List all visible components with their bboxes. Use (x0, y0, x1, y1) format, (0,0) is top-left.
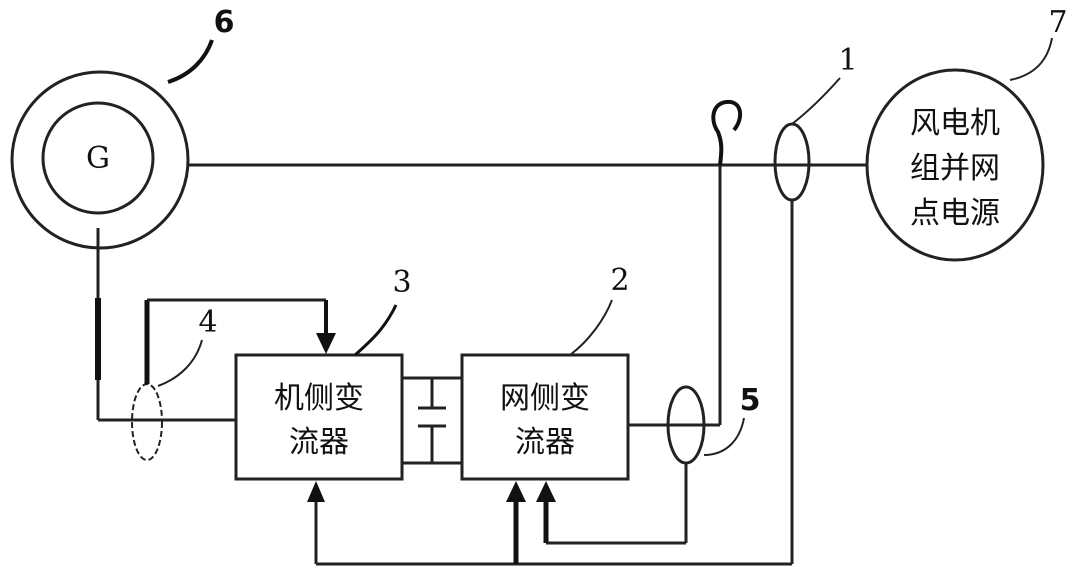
leader-2 (569, 299, 613, 356)
leader-3 (354, 304, 398, 357)
generator-letter: G (86, 141, 110, 176)
grid-source-line-2: 组并网 (910, 151, 1000, 186)
marker-1: 1 (838, 43, 857, 78)
branch-hook-mark (711, 99, 743, 166)
grid-connection-power-source: 风电机 组并网 点电源 (865, 68, 1045, 262)
grid-side-converter: 网侧变 流器 (460, 353, 630, 481)
generator-outer-ring (10, 70, 190, 250)
msc-feedback-arrowhead (307, 481, 325, 502)
machine-side-converter-line-1: 机侧变 (274, 381, 364, 416)
current-transformer-4 (131, 383, 163, 461)
leader-7 (1009, 37, 1053, 81)
machine-side-converter-box (234, 353, 404, 481)
gsc-feedback-arrowhead-2 (536, 481, 556, 502)
leader-5 (703, 417, 745, 456)
machine-side-converter: 机侧变 流器 (234, 353, 404, 481)
grid-side-converter-line-2: 流器 (515, 425, 575, 460)
machine-side-converter-line-2: 流器 (289, 425, 349, 460)
generator: G (10, 70, 190, 250)
leader-1 (791, 77, 841, 125)
marker-7: 7 (1048, 5, 1067, 40)
marker-2: 2 (610, 263, 629, 298)
grid-source-line-3: 点电源 (910, 196, 1000, 231)
leader-4 (157, 339, 203, 387)
ct4-signal-arrowhead (316, 333, 336, 354)
marker-4: 4 (198, 305, 217, 340)
marker-5: 5 (740, 383, 761, 418)
marker-6: 6 (214, 5, 235, 40)
generator-inner-ring (41, 101, 155, 215)
current-transformer-1 (773, 122, 811, 202)
gsc-feedback-arrowhead-1 (506, 481, 526, 502)
marker-3: 3 (392, 265, 411, 300)
leader-6 (167, 39, 214, 84)
grid-source-line-1: 风电机 (910, 106, 1000, 141)
grid-side-converter-box (460, 353, 630, 481)
grid-side-converter-line-1: 网侧变 (500, 381, 590, 416)
